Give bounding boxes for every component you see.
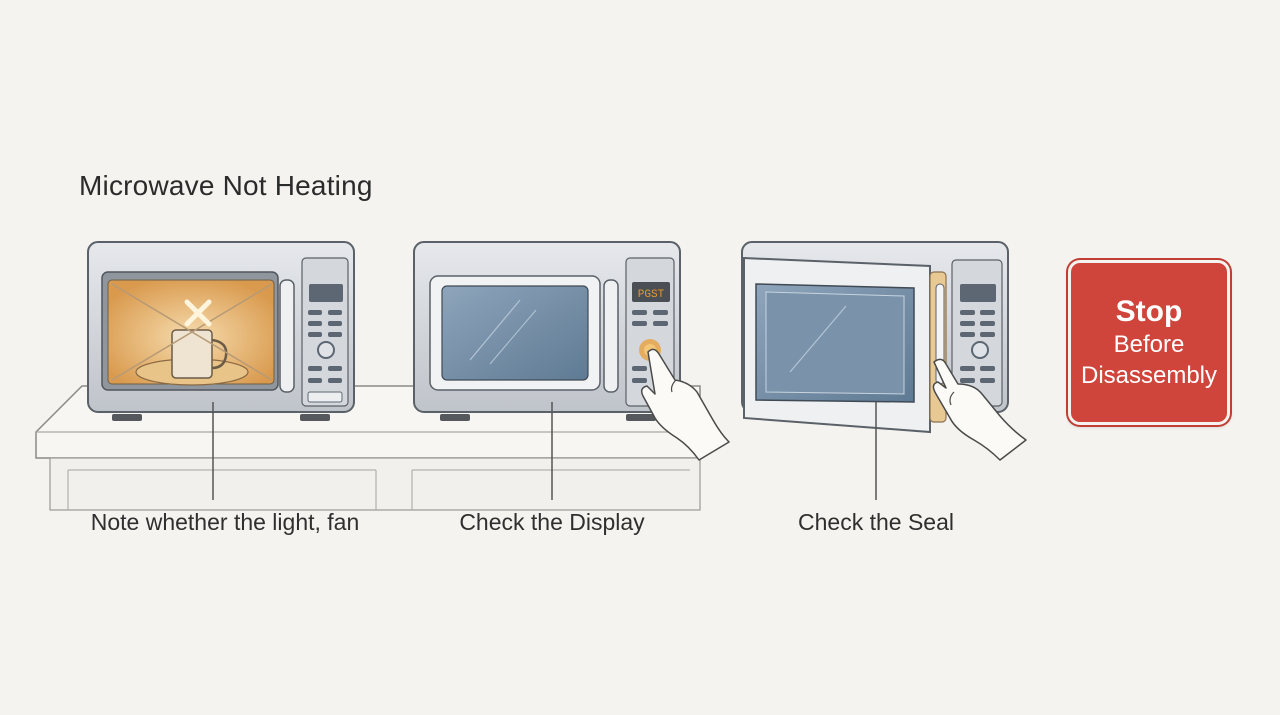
stop-line-disassembly: Disassembly bbox=[1080, 361, 1218, 389]
step-caption-seal: Check the Seal bbox=[798, 509, 954, 535]
stop-sign: Stop Before Disassembly bbox=[1068, 260, 1230, 425]
checking-hand-icon bbox=[932, 358, 1027, 461]
no-heat-x-icon bbox=[184, 299, 212, 327]
stop-word: Stop bbox=[1115, 294, 1183, 328]
microwave-display-check: PGST bbox=[413, 241, 730, 500]
microwave-seal-check bbox=[741, 241, 1027, 500]
stop-line-before: Before bbox=[1113, 330, 1185, 358]
step-caption-display: Check the Display bbox=[459, 509, 645, 535]
step-caption-light-fan: Note whether the light, fan bbox=[90, 509, 360, 535]
display-readout: PGST bbox=[638, 289, 665, 301]
microwave-not-heating bbox=[87, 241, 355, 500]
mug-icon bbox=[171, 329, 228, 379]
pressing-hand-icon bbox=[640, 348, 730, 461]
page-title: Microwave Not Heating bbox=[79, 170, 373, 201]
